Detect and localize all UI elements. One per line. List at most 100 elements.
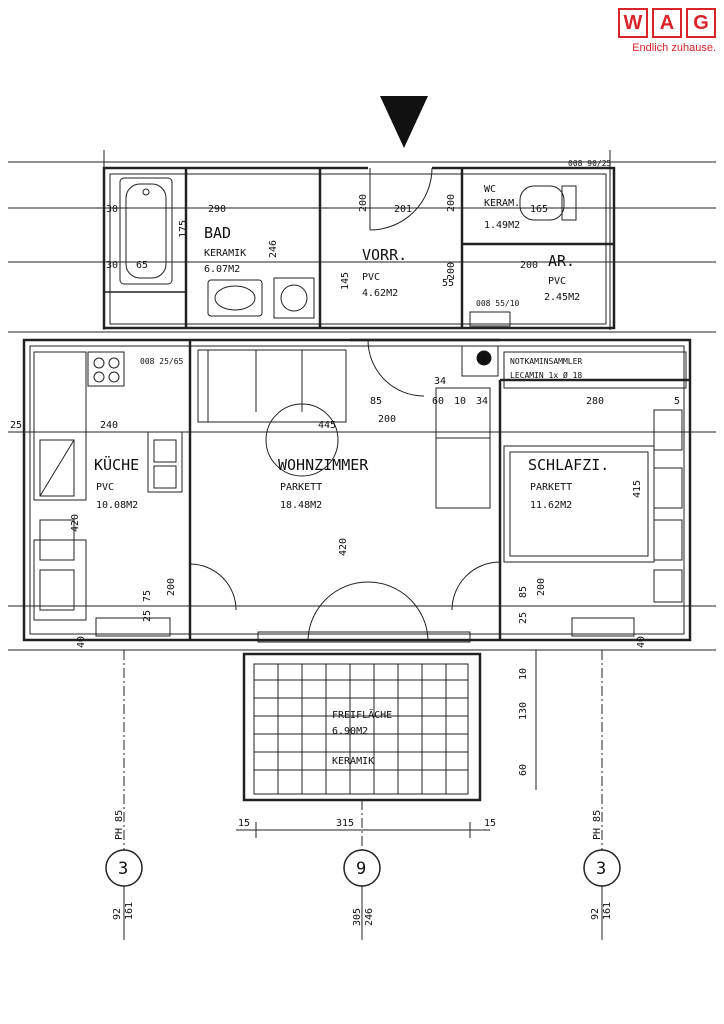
logo-tagline: Endlich zuhause. (632, 42, 716, 54)
svg-text:145: 145 (340, 272, 351, 290)
svg-text:30: 30 (106, 204, 118, 215)
svg-text:305: 305 (352, 908, 363, 926)
svg-text:85: 85 (518, 586, 529, 598)
room-kueche: KÜCHE PVC 10.08M2 (94, 455, 139, 511)
duct-label-2: 008 25/65 (140, 357, 184, 366)
axis-center: 9 305 246 (352, 859, 375, 926)
svg-text:3: 3 (596, 859, 606, 879)
svg-text:34: 34 (476, 396, 488, 407)
room-vorr: VORR. PVC 4.62M2 (362, 246, 407, 299)
svg-text:200: 200 (536, 578, 547, 596)
svg-text:KERAMIK: KERAMIK (204, 248, 246, 259)
logo-letter: G (686, 8, 716, 38)
washing-machine (273, 277, 315, 319)
svg-text:415: 415 (632, 480, 643, 498)
svg-text:11.62M2: 11.62M2 (530, 500, 572, 511)
svg-text:200: 200 (358, 194, 369, 212)
svg-text:420: 420 (70, 514, 81, 532)
svg-text:5: 5 (674, 396, 680, 407)
sofa (197, 349, 347, 423)
svg-text:15: 15 (484, 818, 496, 829)
svg-text:200: 200 (520, 260, 538, 271)
stove (87, 351, 125, 387)
svg-text:85: 85 (370, 396, 382, 407)
svg-text:290: 290 (208, 204, 226, 215)
room-bad: BAD KERAMIK 6.07M2 (204, 224, 246, 275)
svg-text:30: 30 (106, 260, 118, 271)
svg-text:165: 165 (530, 204, 548, 215)
svg-text:92: 92 (590, 908, 601, 920)
svg-text:201: 201 (394, 204, 412, 215)
svg-text:18.48M2: 18.48M2 (280, 500, 322, 511)
svg-text:VORR.: VORR. (362, 246, 407, 264)
svg-text:420: 420 (338, 538, 349, 556)
svg-text:10: 10 (454, 396, 466, 407)
svg-text:3: 3 (118, 859, 128, 879)
logo-letter: A (652, 8, 682, 38)
svg-text:280: 280 (586, 396, 604, 407)
wag-logo: W A G Endlich zuhause. (608, 8, 716, 54)
svg-text:FREIFLÄCHE: FREIFLÄCHE (332, 708, 392, 721)
duct-label-1: 008 90/25 (568, 159, 612, 168)
svg-text:15: 15 (238, 818, 250, 829)
svg-text:AR.: AR. (548, 252, 575, 270)
svg-text:2.45M2: 2.45M2 (544, 292, 580, 303)
svg-text:161: 161 (124, 902, 135, 920)
duct-label-3: 008 55/10 (476, 299, 520, 308)
chimney (461, 345, 499, 377)
svg-text:40: 40 (636, 636, 647, 648)
svg-text:PVC: PVC (96, 482, 114, 493)
dimension-labels-vertical: 175 246 145 200 200 200 420 420 415 75 2… (70, 194, 647, 776)
svg-text:200: 200 (166, 578, 177, 596)
svg-text:SCHLAFZI.: SCHLAFZI. (528, 456, 609, 474)
svg-text:KERAM.: KERAM. (484, 198, 520, 209)
svg-text:92: 92 (112, 908, 123, 920)
svg-text:200: 200 (446, 262, 457, 280)
coffee-table (265, 403, 339, 477)
svg-text:200: 200 (446, 194, 457, 212)
notkamin-spec: LECAMIN 1x Ø 18 (510, 370, 582, 380)
bathtub (119, 177, 173, 285)
svg-text:240: 240 (100, 420, 118, 431)
svg-text:65: 65 (136, 260, 148, 271)
washbasin (207, 279, 263, 317)
svg-text:55: 55 (442, 278, 454, 289)
svg-text:PVC: PVC (548, 276, 566, 287)
svg-text:9: 9 (356, 859, 366, 879)
svg-text:445: 445 (318, 420, 336, 431)
room-ar: AR. PVC 2.45M2 (544, 252, 580, 303)
svg-text:60: 60 (432, 396, 444, 407)
svg-text:75: 75 (142, 590, 153, 602)
svg-text:BAD: BAD (204, 224, 231, 242)
svg-text:KÜCHE: KÜCHE (94, 455, 139, 474)
svg-text:40: 40 (76, 636, 87, 648)
room-wohnzimmer: WOHNZIMMER PARKETT 18.48M2 (278, 456, 369, 511)
logo-letter: W (618, 8, 648, 38)
svg-text:25: 25 (10, 420, 22, 431)
svg-text:KERAMIK: KERAMIK (332, 756, 374, 767)
entrance-arrow (380, 96, 428, 148)
svg-text:PVC: PVC (362, 272, 380, 283)
svg-text:130: 130 (518, 702, 529, 720)
svg-text:200: 200 (378, 414, 396, 425)
svg-text:25: 25 (142, 610, 153, 622)
notkamin-label: NOTKAMINSAMMLER (510, 357, 582, 366)
svg-text:10.08M2: 10.08M2 (96, 500, 138, 511)
axis-right: 3 PH 85 92 161 (590, 810, 613, 920)
svg-text:6.90M2: 6.90M2 (332, 726, 368, 737)
svg-text:PARKETT: PARKETT (280, 482, 322, 493)
svg-text:25: 25 (518, 612, 529, 624)
svg-text:1.49M2: 1.49M2 (484, 220, 520, 231)
svg-text:PH 85: PH 85 (592, 810, 603, 840)
svg-text:161: 161 (602, 902, 613, 920)
svg-text:175: 175 (178, 220, 189, 238)
svg-text:WC: WC (484, 184, 496, 195)
svg-text:PH 85: PH 85 (114, 810, 125, 840)
svg-text:315: 315 (336, 818, 354, 829)
room-wc: WC KERAM. 1.49M2 (484, 184, 520, 231)
svg-text:60: 60 (518, 764, 529, 776)
svg-text:246: 246 (364, 908, 375, 926)
svg-text:10: 10 (518, 668, 529, 680)
svg-text:4.62M2: 4.62M2 (362, 288, 398, 299)
svg-text:34: 34 (434, 376, 446, 387)
